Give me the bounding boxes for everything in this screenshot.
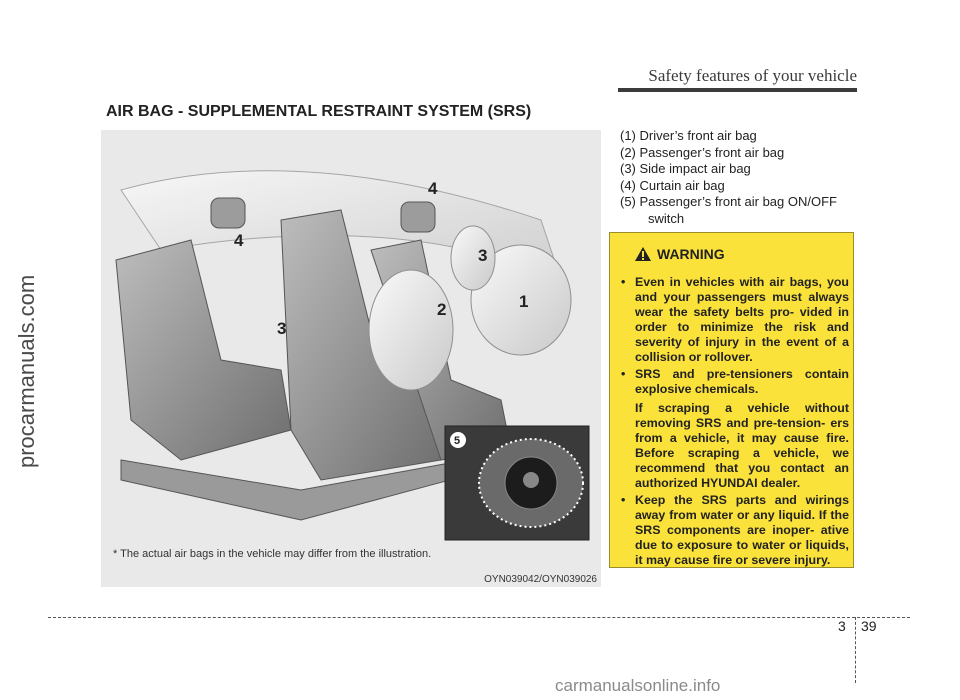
callout-5: 5	[454, 435, 460, 447]
warning-item-text: Keep the SRS parts and wirings away from…	[635, 493, 849, 567]
legend-item-2: (2) Passenger’s front air bag	[620, 144, 785, 160]
legend-item-3: (3) Side impact air bag	[620, 161, 751, 176]
legend-item-5: (5) Passenger’s front air bag ON/OFF	[620, 194, 837, 209]
callout-4-top: 4	[428, 179, 438, 198]
watermark-left: procarmanuals.com	[14, 274, 39, 468]
airbag-figure: 4 4 3 1 2 3 5 * The actual air bags in t…	[101, 130, 601, 587]
warning-header: WARNING	[634, 246, 725, 262]
warning-item: • Even in vehicles with air bags, you an…	[621, 275, 849, 365]
legend-item-1: (1) Driver’s front air bag	[620, 128, 757, 143]
page-divider	[855, 617, 856, 683]
legend-item-4: (4) Curtain air bag	[620, 177, 725, 193]
warning-subtext: If scraping a vehicle without removing S…	[635, 401, 849, 490]
callout-2: 2	[437, 300, 446, 319]
callout-3-left: 3	[277, 319, 286, 338]
callout-4-left: 4	[234, 231, 244, 250]
section-header: Safety features of your vehicle	[648, 66, 857, 85]
side-airbag-shape	[450, 225, 496, 291]
warning-list: • Even in vehicles with air bags, you an…	[621, 275, 849, 570]
passenger-airbag-shape	[368, 269, 454, 391]
airbag-legend: (1) Driver’s front air bag (2) Passenger…	[620, 128, 837, 227]
bullet: •	[621, 275, 626, 289]
callout-3-right: 3	[478, 246, 487, 265]
watermark-bottom: carmanualsonline.info	[555, 676, 721, 695]
chapter-number: 3	[838, 618, 846, 634]
callout-1: 1	[519, 292, 528, 311]
page-title: AIR BAG - SUPPLEMENTAL RESTRAINT SYSTEM …	[106, 103, 532, 120]
warning-title: WARNING	[657, 246, 725, 262]
rear-seat-shape	[115, 239, 292, 461]
bullet: •	[621, 367, 626, 381]
warning-triangle-icon	[635, 247, 651, 261]
warning-item-text: Even in vehicles with air bags, you and …	[635, 275, 849, 364]
warning-item-text: SRS and pre-tensioners contain explosive…	[635, 367, 849, 396]
bullet: •	[621, 493, 626, 507]
figure-note: * The actual air bags in the vehicle may…	[113, 548, 432, 560]
driver-airbag-shape	[470, 244, 572, 356]
warning-item: • SRS and pre-tensioners contain explosi…	[621, 367, 849, 397]
airbag-illustration: 4 4 3 1 2 3 5	[115, 170, 590, 541]
header-bar	[618, 88, 857, 92]
figure-code: OYN039042/OYN039026	[484, 574, 597, 585]
warning-box: WARNING • Even in vehicles with air bags…	[609, 232, 854, 568]
footer-rule	[48, 617, 910, 618]
page-number: 39	[861, 618, 877, 634]
legend-item-5-cont: switch	[648, 210, 685, 226]
warning-item: • Keep the SRS parts and wirings away fr…	[621, 493, 849, 568]
